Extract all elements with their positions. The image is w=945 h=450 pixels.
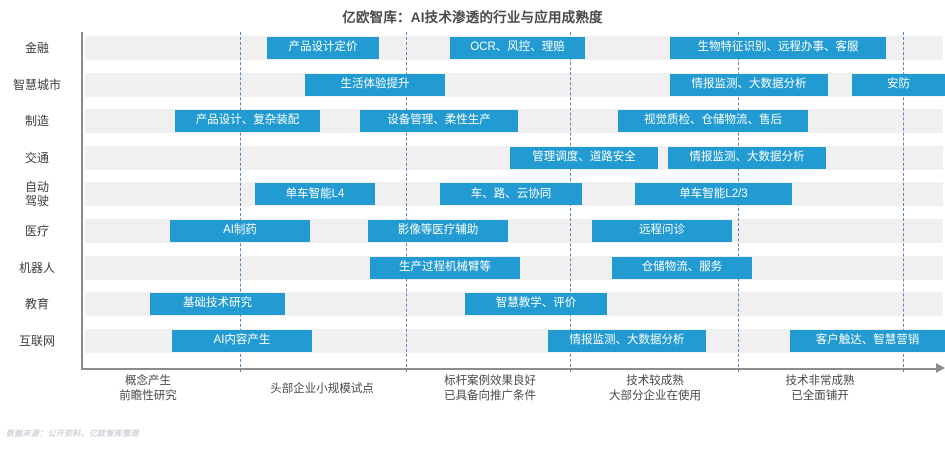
y-axis-label-line: 机器人 [18, 260, 55, 275]
x-axis-label-line: 已具备向推广条件 [444, 390, 536, 402]
application-bar[interactable]: 产品设计定价 [267, 37, 379, 59]
application-bar[interactable]: 生产过程机械臂等 [370, 256, 520, 279]
source-note: 数据来源：公开资料、亿欧智库整理 [6, 429, 139, 438]
application-bar[interactable]: 视觉质检、仓储物流、售后 [618, 110, 808, 133]
application-bar[interactable]: 单车智能L2/3 [635, 183, 792, 206]
y-axis-label: 医疗 [0, 224, 74, 238]
application-bar[interactable]: 生活体验提升 [305, 73, 445, 96]
application-bar[interactable]: 车、路、云协同 [440, 183, 582, 206]
x-axis-label-line: 标杆案例效果良好 [444, 375, 536, 387]
y-axis-label-line: 驾驶 [24, 194, 49, 209]
x-axis-stage-label: 标杆案例效果良好已具备向推广条件 [400, 374, 580, 404]
application-bar[interactable]: 情报监测、大数据分析 [548, 329, 706, 352]
application-bar[interactable]: 情报监测、大数据分析 [668, 146, 826, 169]
application-bar[interactable]: 影像等医疗辅助 [368, 220, 508, 242]
application-bar[interactable]: 仓储物流、服务 [612, 256, 752, 279]
x-axis-label-line: 大部分企业在使用 [609, 390, 701, 402]
application-bar[interactable]: OCR、风控、理赔 [450, 37, 585, 59]
x-axis-line [81, 368, 937, 370]
y-axis-label: 智慧城市 [0, 78, 74, 92]
x-axis-label-line: 技术较成熟 [626, 375, 684, 387]
y-axis-label: 金融 [0, 41, 74, 55]
application-bar[interactable]: 产品设计、复杂装配 [175, 110, 320, 133]
application-bar[interactable]: 安防 [852, 73, 945, 96]
application-bar[interactable]: 生物特征识别、远程办事、客服 [670, 37, 886, 59]
application-bar[interactable]: 情报监测、大数据分析 [670, 73, 828, 96]
y-axis-label-line: 互联网 [18, 333, 55, 348]
application-bar[interactable]: 基础技术研究 [150, 293, 285, 316]
y-axis-label-line: 制造 [24, 114, 49, 129]
application-bar[interactable]: AI内容产生 [172, 329, 312, 352]
y-axis-line [81, 32, 83, 368]
x-axis-label-line: 头部企业小规模试点 [270, 383, 374, 395]
x-axis-label-line: 概念产生 [125, 375, 171, 387]
application-bar[interactable]: 管理调度、道路安全 [510, 146, 658, 169]
application-bar[interactable]: 单车智能L4 [255, 183, 375, 206]
y-axis-label-line: 自动 [24, 180, 49, 195]
y-axis-label: 制造 [0, 114, 74, 128]
x-axis-label-line: 技术非常成熟 [785, 375, 855, 387]
application-bar[interactable]: 客户触达、智慧营销 [790, 329, 945, 352]
stage-gridline [903, 32, 904, 372]
y-axis-label-line: 医疗 [24, 224, 49, 238]
x-axis-stage-label: 技术非常成熟已全面铺开 [730, 374, 910, 404]
application-bar[interactable]: 设备管理、柔性生产 [360, 110, 518, 133]
y-axis-label: 交通 [0, 151, 74, 165]
y-axis-label-line: 交通 [24, 150, 49, 165]
application-bar[interactable]: AI制药 [170, 220, 310, 242]
x-axis-label-line: 前瞻性研究 [119, 390, 177, 402]
x-axis-stage-label: 技术较成熟大部分企业在使用 [565, 374, 745, 404]
y-axis-label-line: 教育 [24, 297, 49, 312]
y-axis-label-line: 智慧城市 [12, 77, 61, 92]
y-axis-label: 教育 [0, 297, 74, 311]
y-axis-label: 互联网 [0, 334, 74, 348]
stage-gridline [406, 32, 407, 372]
y-axis-label: 机器人 [0, 261, 74, 275]
x-axis-stage-label: 头部企业小规模试点 [232, 382, 412, 397]
y-axis-label-line: 金融 [24, 41, 49, 55]
x-axis-arrow-icon [936, 363, 945, 373]
page-title: 亿欧智库：AI技术渗透的行业与应用成熟度 [342, 10, 603, 25]
x-axis-stage-label: 概念产生前瞻性研究 [58, 374, 238, 404]
x-axis-label-line: 已全面铺开 [791, 390, 849, 402]
application-bar[interactable]: 智慧教学、评价 [465, 293, 607, 316]
y-axis-label: 自动驾驶 [0, 180, 74, 208]
stage-gridline [240, 32, 241, 372]
application-bar[interactable]: 远程问诊 [592, 220, 732, 242]
